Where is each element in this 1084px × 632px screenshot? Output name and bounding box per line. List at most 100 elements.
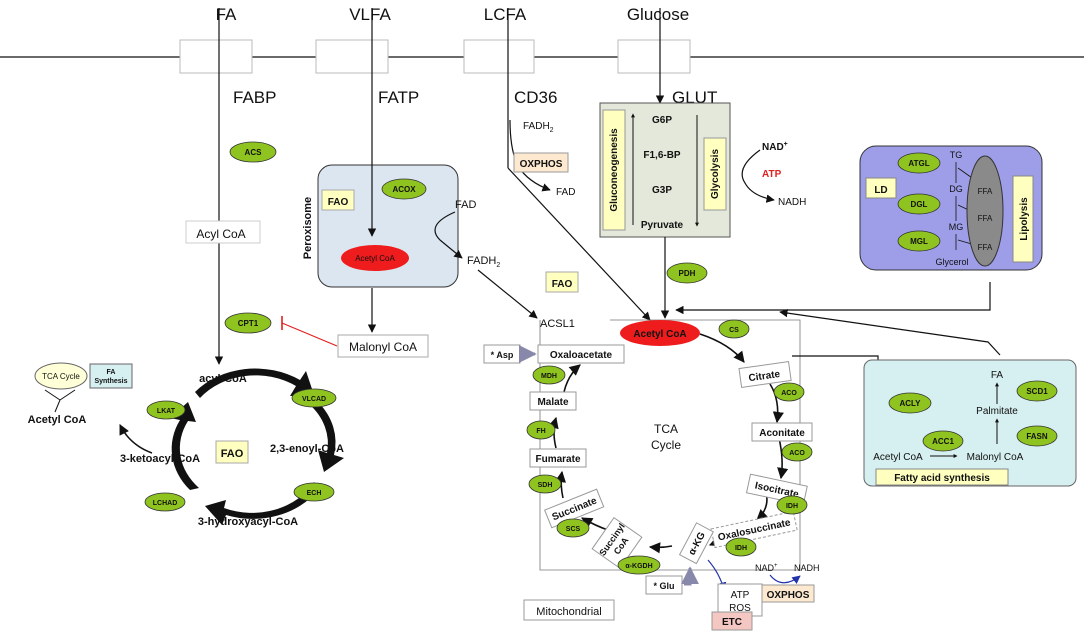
malonyl-coa-box [337,334,429,358]
fa-synthesis-small-l1: FA [107,369,116,376]
cycle-ketoacyl-coa: 3-ketoacyl-CoA [120,453,200,465]
enzyme-acly-label: ACLY [899,399,921,408]
ld-label: LD [874,185,887,196]
transporter-glut: GLUT [672,88,717,107]
arrow-glu [681,566,699,586]
enzyme-dgl [897,193,941,215]
ffa-1: FFA [978,187,993,196]
enzyme-aco-1-label: ACO [781,390,797,397]
g6p: G6P [652,115,672,126]
fas-palmitate: Palmitate [976,406,1018,417]
cycle-enoyl-coa: 2,3-enoyl-CoA [270,443,344,455]
glut-channel [617,39,691,74]
cd36-fao-box [545,271,579,293]
fa-synthesis-small-l2: Synthesis [94,378,127,385]
tca-center-1: TCA [654,422,678,436]
asp-label: * Asp [491,350,514,360]
gluconeogenesis-label: Gluconeogenesis [609,128,620,212]
enzyme-mdh-label: MDH [541,373,557,380]
fa-synthesis-box [863,359,1077,487]
branch-acetyl [44,389,76,413]
aconitate-box [751,422,813,442]
fas-title-box [875,468,1009,486]
aconitate: Aconitate [759,428,805,439]
lipolysis-tab [1012,175,1034,263]
enzyme-lchad-label: LCHAD [153,500,178,507]
cycle-hydroxyacyl-coa: 3-hydroxyacyl-CoA [198,516,298,528]
enzyme-idh-1-label: IDH [786,503,798,510]
cd36-fad: FAD [556,187,575,198]
glycolysis-label: Glycolysis [710,149,721,199]
transporter-cd36: CD36 [514,88,557,107]
arrow-fad-fadh2 [434,211,463,259]
input-vlfa: VLFA [349,5,391,24]
lipo-mg: MG [949,222,964,232]
enzyme-fasn [1016,425,1058,447]
enzyme-fasn-label: FASN [1026,432,1048,441]
fao-acetyl-coa: Acetyl CoA [28,414,87,426]
glyco-nad: NAD+ [762,141,788,153]
enzyme-acs [229,141,277,163]
fabp-channel [179,39,253,74]
mitochondrial-label: Mitochondrial [536,606,601,618]
glycolysis-tab [703,137,727,211]
tca-cycle-small-label: TCA Cycle [42,372,80,381]
enzyme-atgl [897,152,941,174]
oxalosuccinate-box [710,510,798,549]
enzyme-cpt1-label: CPT1 [238,319,259,328]
enzyme-mgl [897,230,941,252]
arrow-fadh2-to-acsl1 [477,269,538,319]
enzyme-scs-label: SCS [566,526,581,533]
enzyme-ech [293,482,335,502]
tca-cycle-small [34,362,88,390]
glyco-nadh: NADH [778,197,806,208]
enzyme-idh-1 [776,495,808,515]
tca-oxphos: OXPHOS [767,590,810,601]
enzyme-cs [718,319,750,339]
enzyme-mgl-label: MGL [910,237,928,246]
g3p: G3P [652,185,672,196]
f16bp: F1,6-BP [643,150,681,161]
peroxisome-fao-box [321,189,355,211]
enzyme-vlcad [291,388,337,408]
enzyme-vlcad-label: VLCAD [302,396,326,403]
tca-atp: ATP [731,590,750,601]
enzyme-scs [556,518,590,538]
fas-title: Fatty acid synthesis [894,473,990,484]
transporter-fabp: FABP [233,88,276,107]
enzyme-cpt1 [224,312,272,334]
enzyme-acs-label: ACS [245,148,263,157]
lipo-tg: TG [950,150,963,160]
enzyme-idh-2-label: IDH [735,545,747,552]
glyco-atp: ATP [762,169,782,180]
enzyme-idh-2 [725,537,757,557]
enzyme-lchad [144,492,186,512]
mitochondrial-box [523,599,615,621]
input-glucose: Glucose [627,5,689,24]
enzyme-lkat [146,400,186,420]
peroxisome-acetyl-coa [341,245,409,271]
enzyme-aco-2-label: ACO [789,450,805,457]
pyruvate: Pyruvate [641,220,684,231]
cd36-channel [463,39,535,74]
cd36-fadh2: FADH2 [523,121,554,134]
ffa-droplet [966,155,1004,267]
input-fa: FA [216,5,237,24]
input-lcfa: LCFA [484,5,527,24]
enzyme-ech-label: ECH [307,490,322,497]
enzyme-akgdh-label: α-KGDH [625,563,652,570]
peroxisome-fad: FAD [455,199,476,211]
etc-box [711,611,753,631]
enzyme-lkat-label: LKAT [157,408,176,415]
oxaloacetate-box [537,344,625,364]
tca-nad: NAD+ [755,563,778,573]
ffa-2: FFA [978,214,993,223]
transporter-fatp: FATP [378,88,419,107]
enzyme-acox-label: ACOX [392,185,416,194]
peroxisome-fadh2: FADH2 [467,255,500,269]
enzyme-scd1-label: SCD1 [1026,387,1048,396]
arrow-ketoacyl-to-acetyl [119,424,153,454]
akg-box [678,522,714,565]
